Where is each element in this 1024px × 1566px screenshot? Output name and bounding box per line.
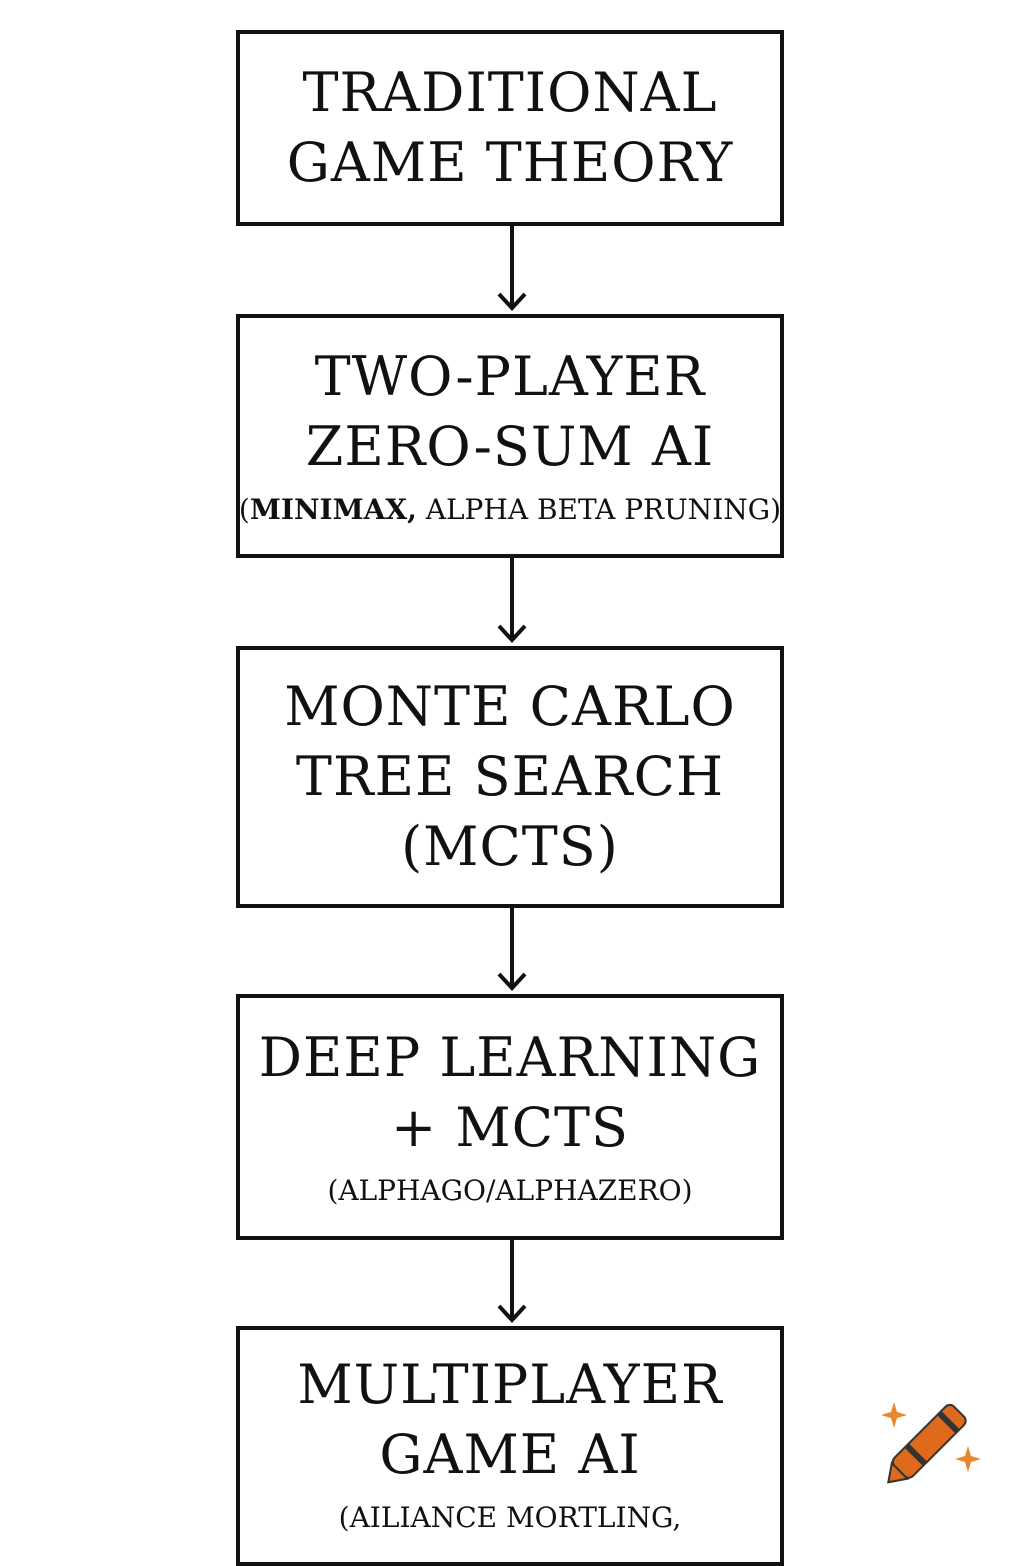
arrow-down-icon xyxy=(497,1240,527,1323)
crayon-icon xyxy=(881,1402,981,1484)
sparkle-icon xyxy=(881,1402,907,1428)
box-title-line: (MCTS) xyxy=(401,815,619,878)
box-subtitle: (ALPHAGO/ALPHAZERO) xyxy=(327,1174,693,1207)
arrow-down-icon xyxy=(497,226,527,311)
box-title-line: TREE SEARCH xyxy=(295,745,725,808)
box-title-line: GAME THEORY xyxy=(286,131,734,194)
sparkle-icon xyxy=(955,1446,981,1472)
box-title-line: GAME AI xyxy=(379,1423,641,1486)
box-two-player-zero-sum-ai: TWO-PLAYER ZERO-SUM AI (MINIMAX, ALPHA B… xyxy=(236,314,784,558)
box-multiplayer-game-ai: MULTIPLAYER GAME AI (AILIANCE MORTLING, xyxy=(236,1326,784,1566)
box-title-line: + MCTS xyxy=(390,1096,630,1159)
arrow-down-icon xyxy=(497,908,527,991)
subtitle-alpha-beta: ALPHA BETA PRUNING) xyxy=(416,493,782,526)
box-mcts: MONTE CARLO TREE SEARCH (MCTS) xyxy=(236,646,784,908)
box-deep-learning-mcts: DEEP LEARNING + MCTS (ALPHAGO/ALPHAZERO) xyxy=(236,994,784,1240)
box-subtitle: (MINIMAX, ALPHA BETA PRUNING) xyxy=(239,490,781,530)
box-traditional-game-theory: TRADITIONAL GAME THEORY xyxy=(236,30,784,226)
arrow-down-icon xyxy=(497,558,527,643)
box-title-line: MULTIPLAYER xyxy=(297,1353,723,1416)
box-subtitle: (AILIANCE MORTLING, xyxy=(338,1501,682,1534)
box-title-line: ZERO-SUM AI xyxy=(305,415,715,478)
subtitle-open-paren: ( xyxy=(238,493,250,526)
subtitle-minimax: MINIMAX, xyxy=(249,493,417,526)
box-title-line: TRADITIONAL xyxy=(302,61,718,124)
box-title-line: DEEP LEARNING xyxy=(258,1026,762,1089)
box-title-line: TWO-PLAYER xyxy=(314,345,706,408)
box-title-line: MONTE CARLO xyxy=(284,675,736,738)
